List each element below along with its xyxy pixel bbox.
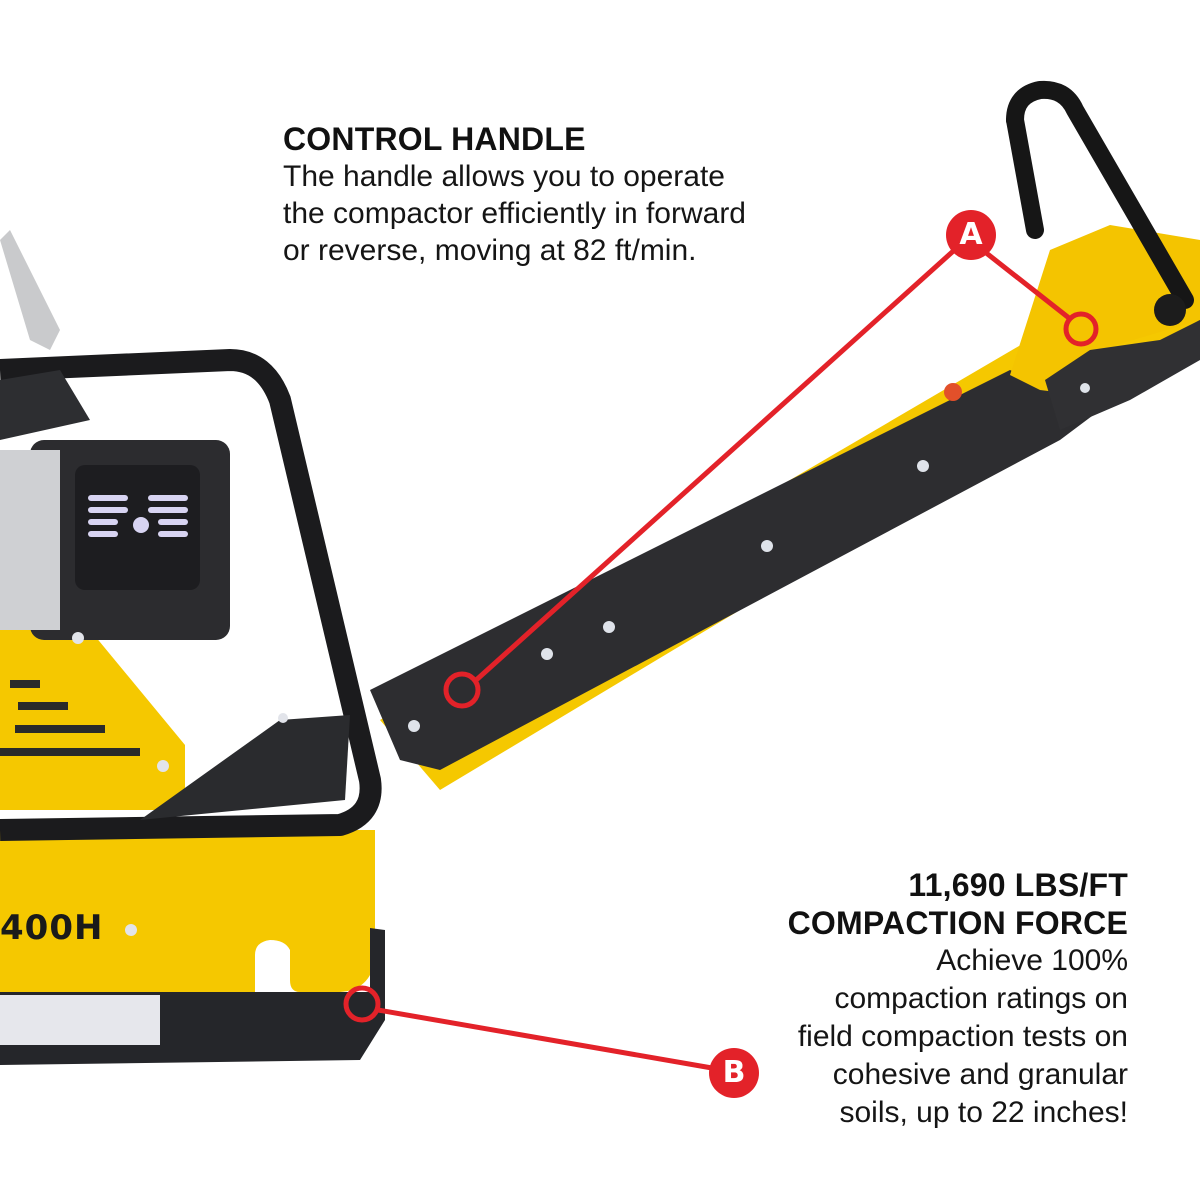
callout-a-body-line: the compactor efficiently in forward [283,197,746,230]
callout-b-body-line: Achieve 100% [936,944,1128,977]
callout-a-body-line: or reverse, moving at 82 ft/min. [283,234,697,267]
callout-b-body-line: soils, up to 22 inches! [839,1096,1128,1129]
callout-a-lines [472,243,1071,684]
engine-shroud-yellow [0,620,185,810]
callout-b-body-line: cohesive and granular [832,1058,1128,1091]
callout-b-title-line: COMPACTION FORCE [787,905,1128,941]
handle-arm-beam [370,320,1200,770]
roll-cage [0,349,382,841]
callout-a-target-1 [443,671,481,709]
callout-a-target-2 [1063,311,1099,347]
callout-b-line [377,1007,713,1071]
grip-loop-inner [1006,111,1044,239]
frame-gusset [140,715,350,820]
callout-b: 11,690 LBS/FT COMPACTION FORCE Achieve 1… [708,866,1128,1132]
callout-a: CONTROL HANDLE The handle allows you to … [283,120,843,269]
callout-a-badge: A [946,210,996,260]
grip-loop [1006,80,1194,309]
base-body-yellow [0,830,375,992]
callout-b-target [343,985,381,1023]
red-button [944,383,962,401]
callout-a-title: CONTROL HANDLE [283,121,586,157]
callout-b-body-line: compaction ratings on [834,982,1129,1015]
callout-b-body-line: field compaction tests on [797,1020,1128,1053]
handle-head-dark [1045,320,1200,430]
callout-a-body-line: The handle allows you to operate [283,160,725,193]
handle-head-yellow [1010,225,1200,395]
callout-b-badge: B [709,1048,759,1098]
model-label: 400H [0,908,104,948]
upper-frame [0,370,90,440]
callout-b-title-line: 11,690 LBS/FT [908,867,1128,903]
